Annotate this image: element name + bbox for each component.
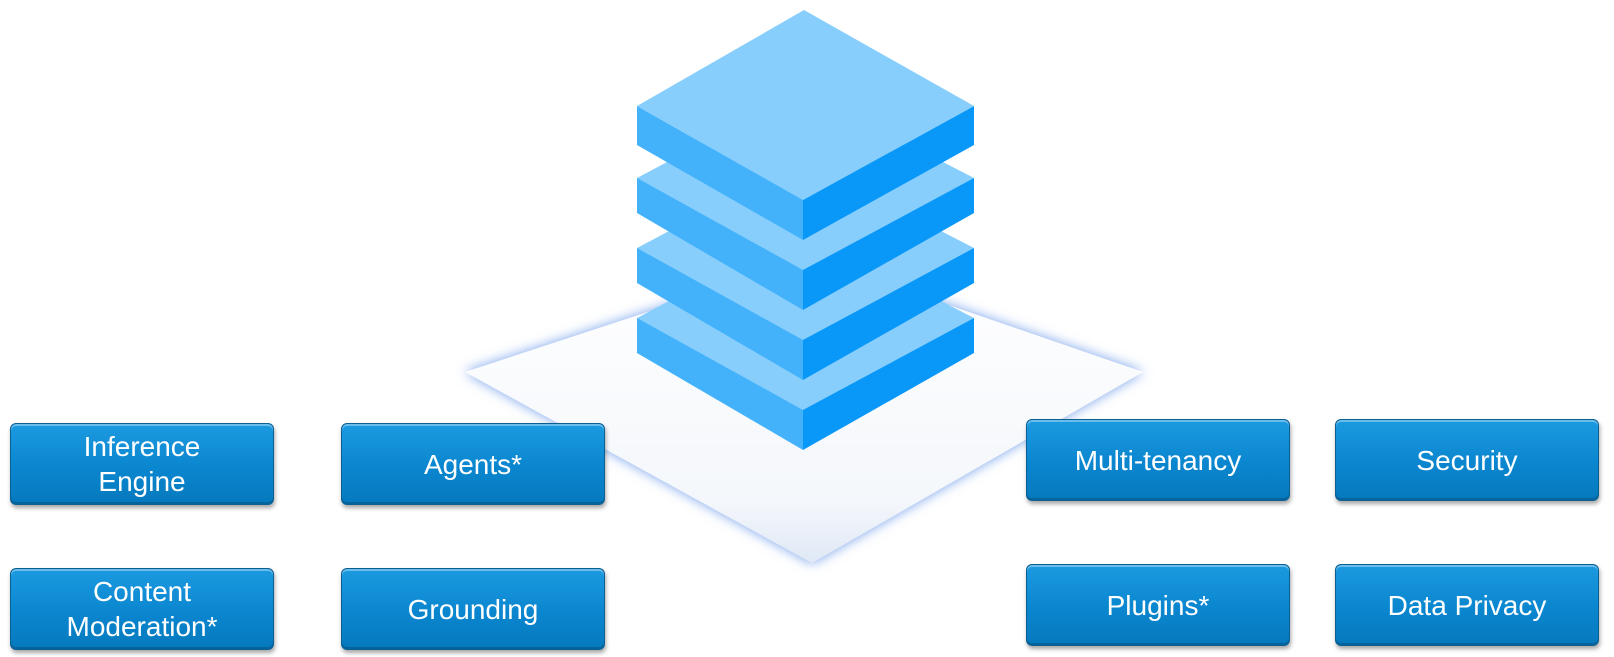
content-moderation-box: Content Moderation* — [10, 568, 274, 650]
plugins-label: Plugins* — [1106, 589, 1210, 621]
multi-tenancy-label: Multi-tenancy — [1074, 444, 1242, 476]
data-privacy-label: Data Privacy — [1387, 589, 1547, 621]
plugins-box: Plugins* — [1026, 564, 1290, 646]
grounding-box: Grounding — [341, 568, 605, 650]
content-moderation-label: Content Moderation* — [66, 576, 218, 642]
inference-engine-label: Inference Engine — [83, 431, 201, 497]
data-privacy-box: Data Privacy — [1335, 564, 1599, 646]
layer-1 — [637, 10, 974, 240]
agents-box: Agents* — [341, 423, 605, 505]
grounding-label: Grounding — [407, 593, 539, 625]
security-box: Security — [1335, 419, 1599, 501]
multi-tenancy-box: Multi-tenancy — [1026, 419, 1290, 501]
inference-engine-box: Inference Engine — [10, 423, 274, 505]
security-label: Security — [1416, 444, 1518, 476]
agents-label: Agents* — [423, 448, 523, 480]
